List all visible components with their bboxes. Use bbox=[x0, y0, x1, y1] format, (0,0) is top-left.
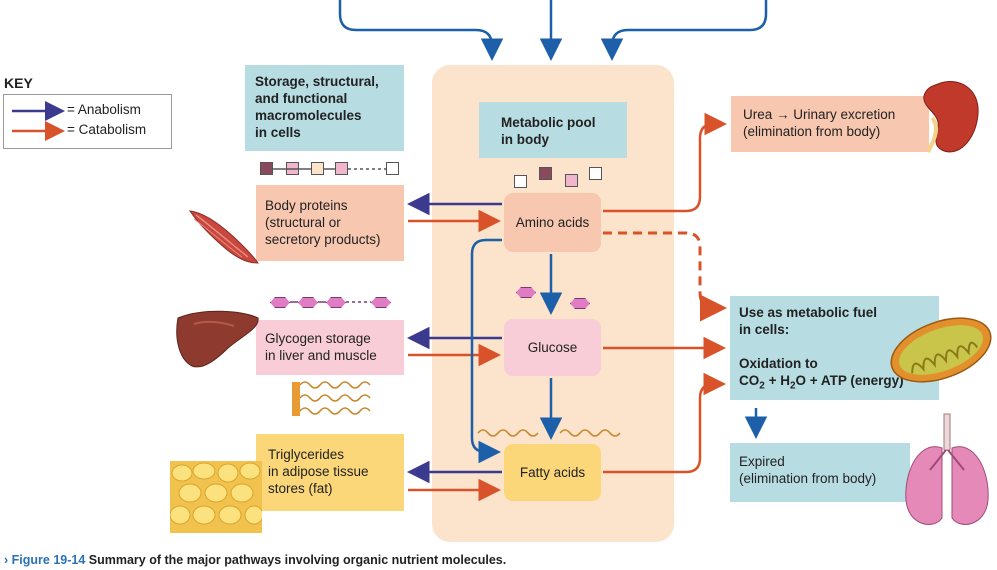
glycogen-storage-box: Glycogen storage in liver and muscle bbox=[256, 320, 404, 375]
body-proteins-line: Body proteins bbox=[265, 198, 348, 213]
triglycerides-box: Triglycerides in adipose tissue stores (… bbox=[256, 434, 404, 511]
urea-box: Urea → Urinary excretion (elimination fr… bbox=[731, 96, 929, 152]
glucose-hexagon-icon bbox=[270, 297, 290, 308]
glycogen-line: in liver and muscle bbox=[265, 348, 377, 363]
mitochondrion-icon bbox=[890, 317, 992, 383]
fuel-line: Oxidation to bbox=[739, 356, 818, 371]
adipose-tissue-icon bbox=[170, 461, 262, 533]
fatty-acids-box: Fatty acids bbox=[504, 444, 601, 501]
body-proteins-box: Body proteins (structural or secretory p… bbox=[256, 185, 404, 261]
catabolism-label: = Catabolism bbox=[67, 122, 147, 137]
caption-marker: › bbox=[4, 553, 9, 567]
key-arrows bbox=[12, 101, 65, 141]
triglycerides-line: Triglycerides bbox=[268, 447, 345, 462]
expired-box: Expired (elimination from body) bbox=[730, 443, 910, 502]
glucose-box: Glucose bbox=[504, 319, 601, 376]
body-proteins-line: (structural or bbox=[265, 215, 341, 230]
input-arrow-left bbox=[338, 0, 504, 61]
pool-header-line: in body bbox=[501, 132, 549, 147]
caption-text: Summary of the major pathways involving … bbox=[88, 553, 507, 567]
pool-header-box: Metabolic pool in body bbox=[479, 102, 627, 158]
fatty-acid-chain-icon bbox=[299, 381, 371, 389]
storage-header-line: macromolecules bbox=[255, 108, 362, 123]
fatty-acids-to-fuel-arrow bbox=[603, 372, 726, 474]
glucose-hexagon-icon bbox=[298, 297, 318, 308]
fuel-line: Use as metabolic fuel bbox=[739, 305, 878, 320]
key-title: KEY bbox=[4, 75, 33, 91]
caption-figure-number: Figure 19-14 bbox=[11, 553, 86, 567]
storage-header-line: Storage, structural, bbox=[255, 74, 379, 89]
fuel-line: in cells: bbox=[739, 322, 790, 337]
fatty-acid-chain-icon bbox=[477, 429, 539, 437]
glucose-hexagon-icon bbox=[326, 297, 346, 308]
storage-header-line: in cells bbox=[255, 125, 301, 140]
glucose-hexagon-icon bbox=[570, 298, 590, 309]
glucose-label: Glucose bbox=[527, 340, 578, 355]
fatty-acid-chain-icon bbox=[299, 407, 371, 415]
triglycerides-line: in adipose tissue bbox=[268, 464, 369, 479]
amino-acid-square-icon bbox=[311, 162, 324, 175]
pool-header-line: Metabolic pool bbox=[501, 115, 596, 130]
urea-line: (elimination from body) bbox=[743, 124, 881, 139]
fatty-acid-chain-icon bbox=[299, 394, 371, 402]
amino-acids-label: Amino acids bbox=[515, 215, 590, 230]
storage-header-box: Storage, structural, and functional macr… bbox=[245, 65, 404, 151]
figure-caption: › Figure 19-14 Summary of the major path… bbox=[4, 553, 506, 567]
amino-acid-square-icon bbox=[539, 167, 552, 180]
glycerol-backbone-icon bbox=[292, 382, 300, 416]
kidney-icon bbox=[923, 81, 979, 153]
glycogen-line: Glycogen storage bbox=[265, 331, 371, 346]
amino-acid-square-icon bbox=[589, 167, 602, 180]
anabolism-label: = Anabolism bbox=[67, 102, 141, 117]
expired-line: Expired bbox=[739, 454, 785, 469]
fatty-acid-chain-icon bbox=[559, 429, 621, 437]
amino-to-fuel-dashed-arrow bbox=[603, 231, 727, 322]
amino-to-urea-arrow bbox=[603, 112, 727, 213]
triglycerides-line: stores (fat) bbox=[268, 481, 333, 496]
glucose-hexagon-icon bbox=[371, 297, 391, 308]
storage-header-line: and functional bbox=[255, 91, 348, 106]
amino-acids-box: Amino acids bbox=[504, 193, 601, 252]
amino-acid-square-icon bbox=[386, 162, 399, 175]
expired-line: (elimination from body) bbox=[739, 471, 877, 486]
amino-acid-square-icon bbox=[260, 162, 273, 175]
amino-acid-square-icon bbox=[514, 175, 527, 188]
oxidation-formula: CO2 + H2O + ATP (energy) bbox=[739, 373, 904, 392]
lungs-icon bbox=[905, 413, 989, 525]
body-proteins-line: secretory products) bbox=[265, 232, 381, 247]
liver-icon bbox=[176, 310, 259, 368]
urea-line: Urea → Urinary excretion bbox=[743, 107, 896, 122]
input-arrow-right bbox=[600, 0, 768, 61]
amino-acid-square-icon bbox=[565, 174, 578, 187]
amino-acid-square-icon bbox=[335, 162, 348, 175]
amino-to-fatty-acids-arrow bbox=[470, 238, 502, 464]
fatty-acids-label: Fatty acids bbox=[519, 465, 586, 480]
muscle-icon bbox=[188, 210, 259, 264]
key-legend: = Anabolism = Catabolism bbox=[3, 94, 172, 149]
glucose-hexagon-icon bbox=[516, 287, 536, 298]
